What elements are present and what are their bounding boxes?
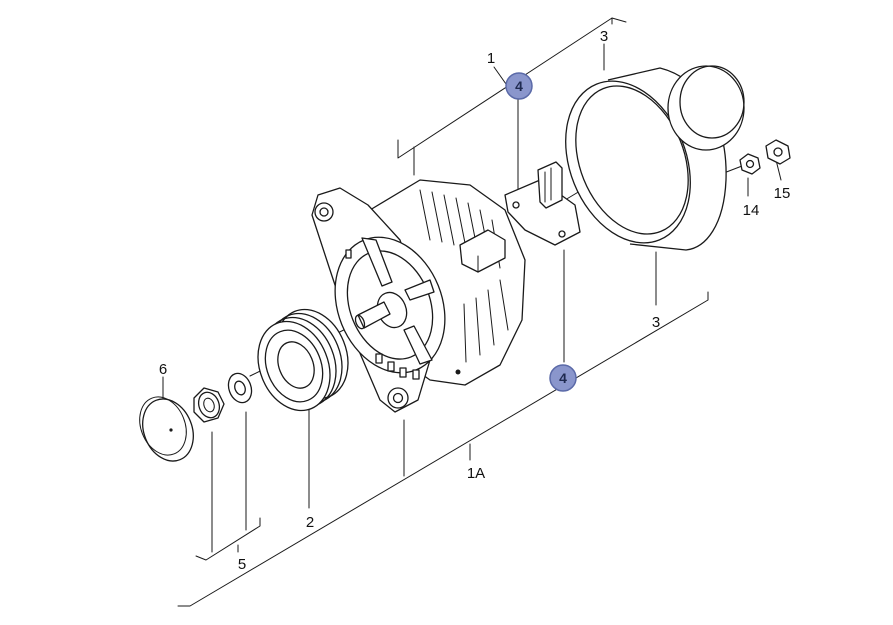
alternator-body [311,179,526,413]
part-4-regulator [504,161,581,246]
bracket-1a [177,249,709,607]
label-part-3-bottom: 3 [652,314,660,331]
label-part-1: 1 [487,50,495,67]
label-part-3-top: 3 [600,28,608,45]
badge-4-top-text: 4 [515,78,523,94]
label-part-5: 5 [238,556,246,573]
part-washer [227,372,253,404]
part-2-pulley [257,308,349,412]
part-6-cap [139,396,194,462]
label-part-2: 2 [306,514,314,531]
bracket-5 [195,411,261,561]
badge-4-bottom-text: 4 [559,370,567,386]
part-14-nut [739,153,761,175]
label-part-6: 6 [159,361,167,378]
part-15-nut [765,139,791,165]
part-3-cover [565,65,745,251]
label-part-1a: 1A [467,465,485,482]
label-part-14: 14 [743,202,760,219]
bracket-1 [397,17,627,191]
badge-4-top: 4 [505,72,533,100]
badge-4-bottom: 4 [549,364,577,392]
label-part-15: 15 [774,185,791,202]
part-nut [193,387,225,423]
